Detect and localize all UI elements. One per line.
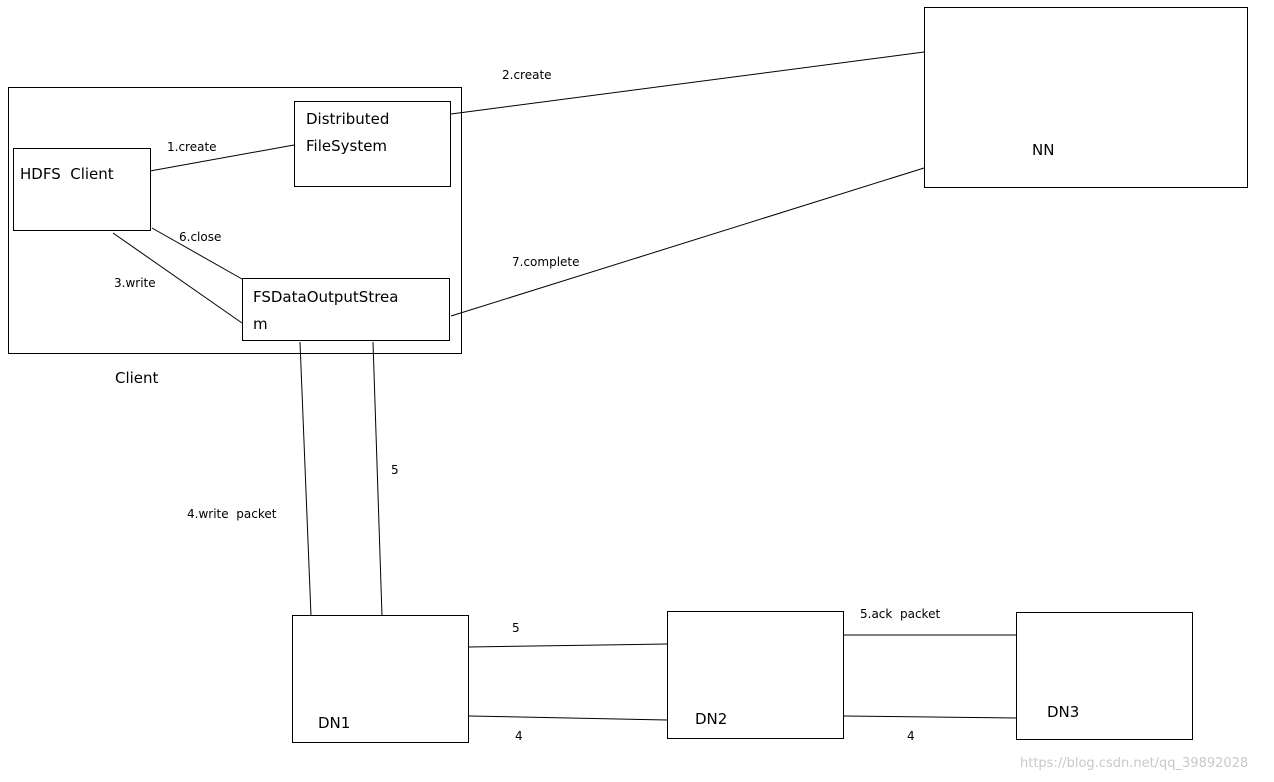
distributed-filesystem-label-line1: Distributed xyxy=(306,110,390,128)
edge-label-5-ack: 5 xyxy=(391,463,399,477)
fsdataoutputstream-label-line2: m xyxy=(253,315,268,333)
datanode-1-label: DN1 xyxy=(318,714,351,732)
edge-label-2-create: 2.create xyxy=(502,68,552,82)
fsdataoutputstream-label-line1: FSDataOutputStrea xyxy=(253,288,399,306)
datanode-2-box xyxy=(667,611,844,739)
client-group-box xyxy=(8,87,462,354)
namenode-box xyxy=(924,7,1248,188)
datanode-3-box xyxy=(1016,612,1193,740)
edge-label-4-write-packet: 4.write packet xyxy=(187,507,277,521)
datanode-2-label: DN2 xyxy=(695,710,728,728)
edge-dn1-dn2-top xyxy=(468,643,668,648)
datanode-3-label: DN3 xyxy=(1047,703,1080,721)
edge-label-7-complete: 7.complete xyxy=(512,255,580,269)
client-group-label: Client xyxy=(115,369,159,387)
edge-label-3-write: 3.write xyxy=(114,276,156,290)
edge-label-dn2-dn3-top: 5.ack packet xyxy=(860,607,941,621)
distributed-filesystem-box xyxy=(294,101,451,187)
watermark-text: https://blog.csdn.net/qq_39892028 xyxy=(1020,756,1249,771)
namenode-label: NN xyxy=(1032,141,1055,159)
edge-7-complete xyxy=(450,167,925,317)
edge-dn2-dn3-bottom xyxy=(842,715,1018,719)
distributed-filesystem-label-line2: FileSystem xyxy=(306,137,388,155)
edge-label-dn1-dn2-bottom: 4 xyxy=(515,729,523,743)
edge-2-create xyxy=(450,51,925,115)
edge-label-6-close: 6.close xyxy=(179,230,222,244)
edge-label-1-create: 1.create xyxy=(167,140,217,154)
fsdataoutputstream-box xyxy=(242,278,450,341)
edge-label-dn2-dn3-bottom: 4 xyxy=(907,729,915,743)
datanode-1-box xyxy=(292,615,469,743)
edge-5-ack xyxy=(372,341,383,617)
hdfs-client-label: HDFS Client xyxy=(20,165,114,183)
edge-4-write-packet xyxy=(299,341,312,617)
edge-label-dn1-dn2-top: 5 xyxy=(512,621,520,635)
hdfs-client-box xyxy=(13,148,151,231)
edge-dn1-dn2-bottom xyxy=(468,715,668,721)
